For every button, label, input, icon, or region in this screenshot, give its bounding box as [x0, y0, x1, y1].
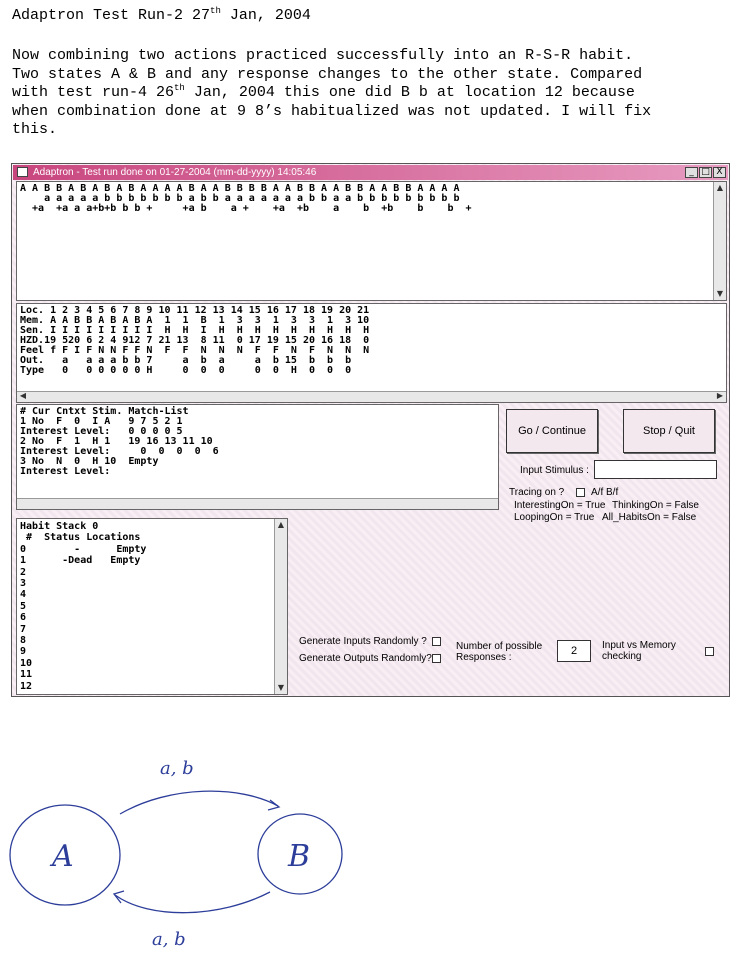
habit-stack-pane[interactable]: Habit Stack 0 # Status Locations 0 - Emp… [16, 518, 288, 695]
match-list: # Cur Cntxt Stim. Match-List 1 No F 0 I … [20, 406, 219, 477]
close-button[interactable]: X [713, 167, 726, 178]
tracing-checkbox[interactable] [576, 488, 585, 497]
top-transition-label: a, b [160, 758, 194, 779]
state-a-circle [9, 804, 121, 906]
scroll-right-arrow-icon[interactable]: ▶ [716, 391, 724, 400]
window-title: Adaptron - Test run done on 01-27-2004 (… [33, 167, 317, 178]
gen-inputs-checkbox[interactable] [432, 637, 441, 646]
match-horizontal-scrollbar[interactable] [17, 498, 498, 509]
scroll-left-arrow-icon[interactable]: ◀ [19, 391, 27, 400]
interesting-on-status: InterestingOn = True [514, 500, 606, 511]
scroll-up-arrow-icon[interactable]: ▲ [277, 520, 285, 529]
bottom-transition-label: a, b [152, 929, 186, 950]
num-responses-field[interactable]: 2 [557, 640, 591, 662]
habit-scrollbar[interactable]: ▲ ▼ [274, 519, 287, 694]
maximize-button[interactable]: □ [699, 167, 712, 178]
match-list-pane[interactable]: # Cur Cntxt Stim. Match-List 1 No F 0 I … [16, 404, 499, 510]
state-b-label: B [287, 839, 310, 874]
input-stimulus-label: Input Stimulus : [520, 465, 589, 476]
document-paragraph: Now combining two actions practiced succ… [12, 47, 652, 138]
arrow-b-to-a [114, 891, 271, 914]
input-vs-memory-checkbox[interactable] [705, 647, 714, 656]
state-diagram: A B a, b a, b [9, 758, 343, 950]
scroll-up-arrow-icon[interactable]: ▲ [716, 183, 724, 192]
state-b-circle [257, 813, 343, 895]
gen-outputs-checkbox[interactable] [432, 654, 441, 663]
thinking-on-status: ThinkingOn = False [612, 500, 699, 511]
scroll-down-arrow-icon[interactable]: ▼ [716, 289, 724, 298]
gen-inputs-label: Generate Inputs Randomly ? [299, 636, 427, 647]
sequence-scrollbar[interactable]: ▲ ▼ [713, 182, 726, 300]
window-titlebar: Adaptron - Test run done on 01-27-2004 (… [13, 165, 728, 180]
state-a-label: A [49, 839, 74, 874]
app-icon[interactable] [17, 167, 28, 177]
tracing-label: Tracing on ? [509, 487, 565, 498]
go-continue-button[interactable]: Go / Continue [506, 409, 598, 453]
memory-table: Loc. 1 2 3 4 5 6 7 8 9 10 11 12 13 14 15… [20, 305, 370, 376]
stop-quit-button[interactable]: Stop / Quit [623, 409, 715, 453]
scroll-down-arrow-icon[interactable]: ▼ [277, 683, 285, 692]
minimize-button[interactable]: _ [685, 167, 698, 178]
adaptron-window: Adaptron - Test run done on 01-27-2004 (… [11, 163, 730, 697]
sequence-pane[interactable]: A A B B A B A B A B A A A A B A A B B B … [16, 181, 727, 301]
arrowhead-icon [267, 799, 281, 811]
gen-outputs-label: Generate Outputs Randomly? [299, 653, 432, 664]
input-stimulus-field[interactable] [594, 460, 717, 479]
arrowhead-icon [112, 890, 125, 904]
all-habits-on-status: All_HabitsOn = False [602, 512, 697, 523]
memory-table-pane[interactable]: Loc. 1 2 3 4 5 6 7 8 9 10 11 12 13 14 15… [16, 303, 727, 403]
sequence-lines: A A B B A B A B A B A A A A B A A B B B … [20, 183, 472, 214]
document-title: Adaptron Test Run-2 27th Jan, 2004 [12, 6, 311, 25]
table-horizontal-scrollbar[interactable]: ◀ ▶ [17, 391, 726, 402]
arrow-a-to-b [119, 790, 279, 815]
af-bf-label: A/f B/f [591, 487, 619, 498]
habit-stack: Habit Stack 0 # Status Locations 0 - Emp… [20, 521, 147, 692]
looping-on-status: LoopingOn = True [514, 512, 595, 523]
